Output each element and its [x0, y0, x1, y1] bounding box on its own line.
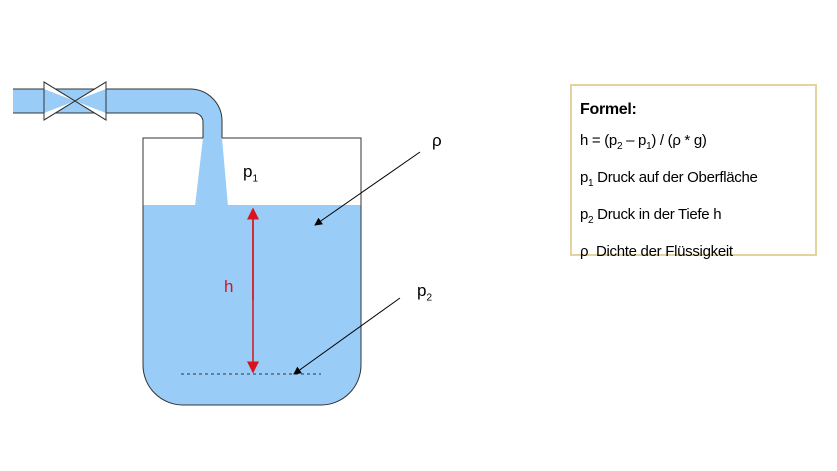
valve-icon [43, 81, 107, 121]
legend-p2: p2 Druck in der Tiefe h [580, 206, 722, 226]
label-p2: p2 [417, 281, 433, 304]
formula: h = (p2 – p1) / (ρ * g) [580, 132, 707, 152]
water-stream [195, 138, 228, 206]
legend-p1: p1 Druck auf der Oberfläche [580, 169, 758, 189]
tank [142, 137, 362, 406]
water [143, 205, 361, 405]
label-h: h [224, 277, 234, 296]
label-p1: p1 [243, 162, 259, 185]
formula-box: Formel: h = (p2 – p1) / (ρ * g) p1 Druck… [570, 84, 817, 260]
formula-title: Formel: [580, 101, 637, 118]
label-rho: ρ [432, 131, 442, 150]
legend-rho: ρ Dichte der Flüssigkeit [580, 243, 733, 260]
p2-arrow [293, 297, 401, 375]
rho-arrow [314, 151, 421, 226]
